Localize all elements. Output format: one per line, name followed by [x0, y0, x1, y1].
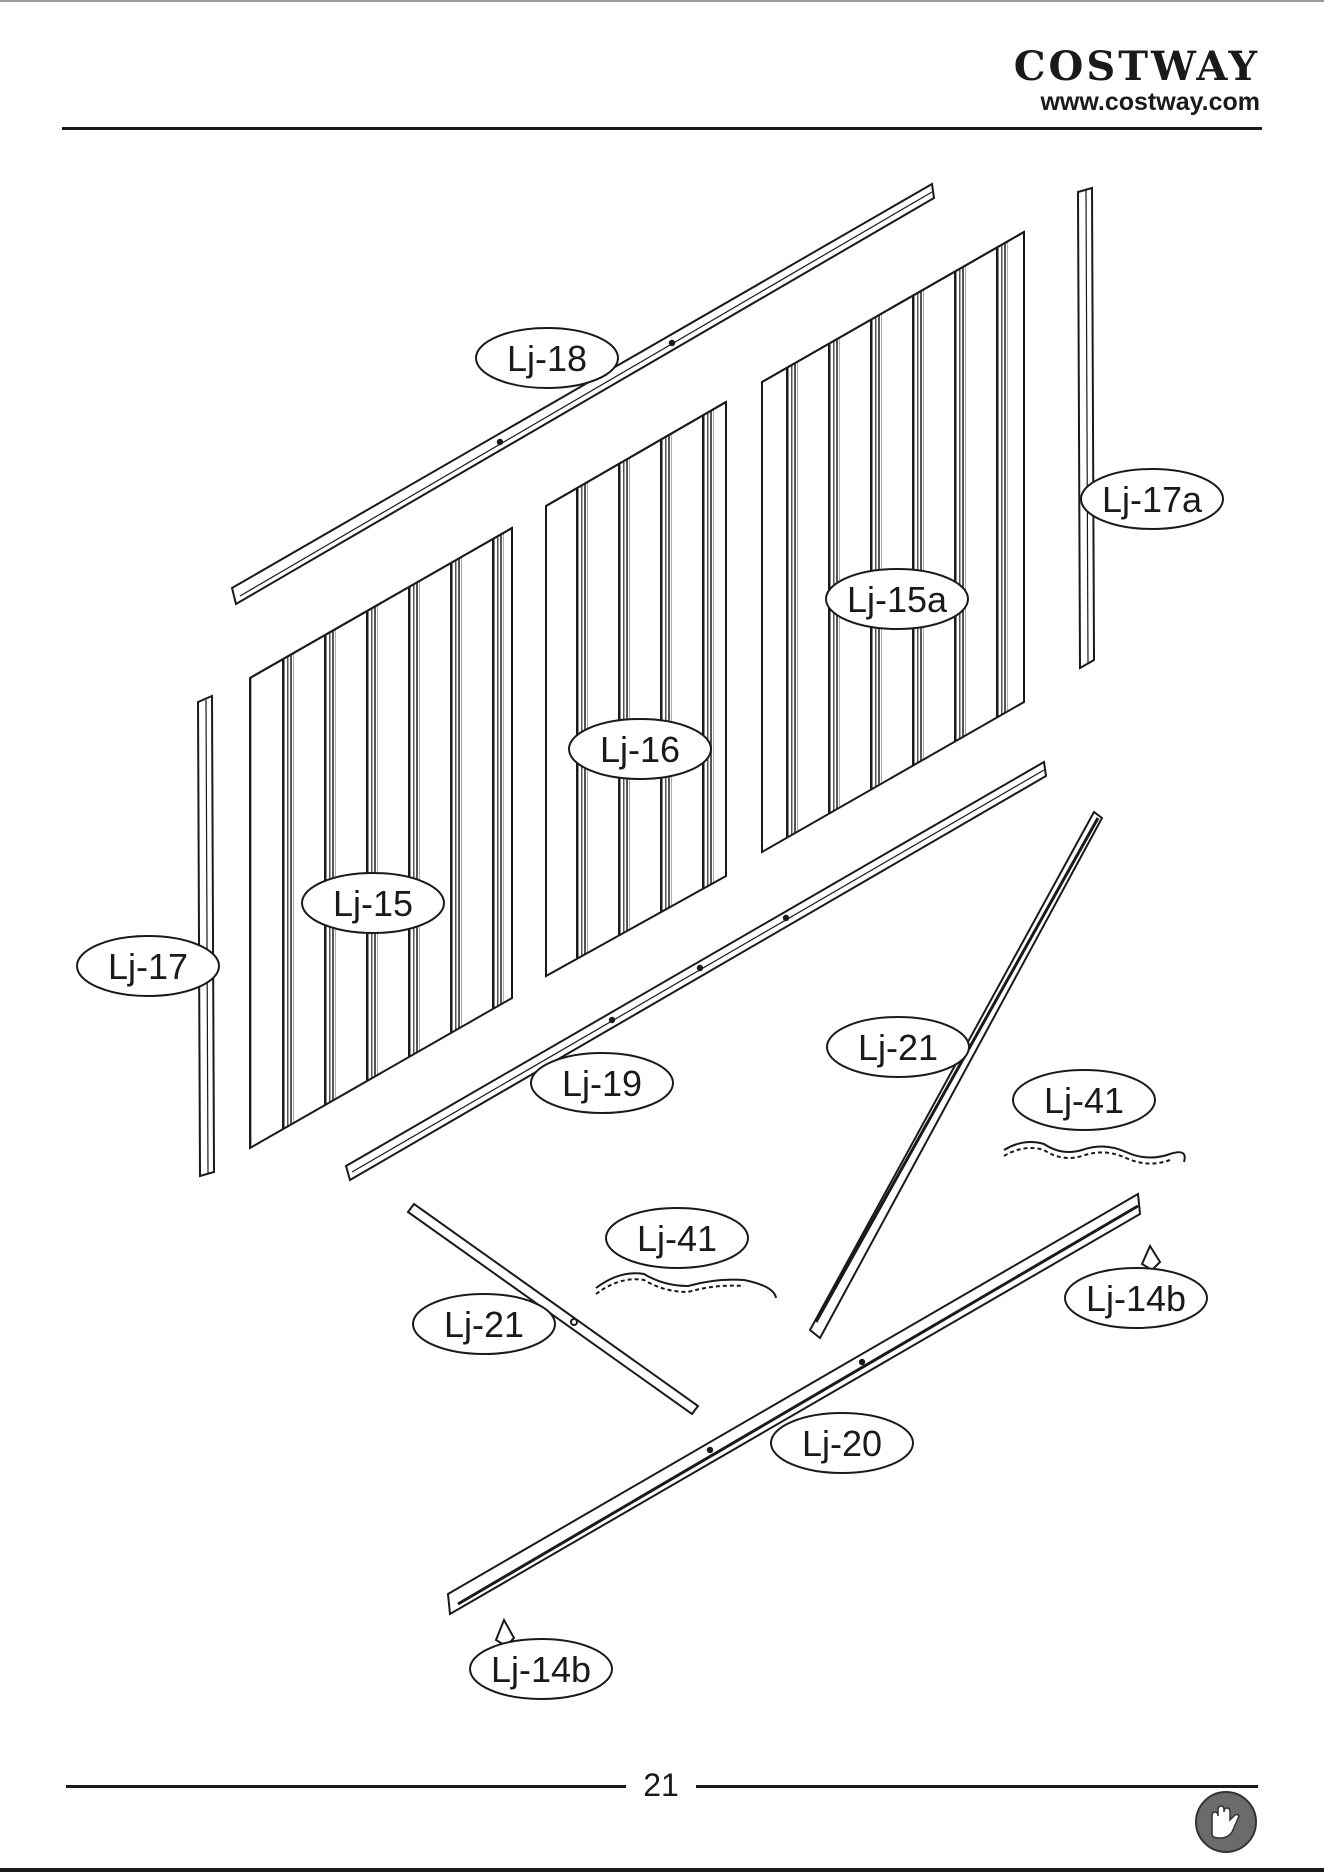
part-label-lj16: Lj-16 [569, 719, 711, 779]
left-post-part [198, 696, 214, 1176]
bottom-border [0, 1868, 1324, 1872]
label-text: Lj-20 [802, 1423, 882, 1464]
part-label-lj19: Lj-19 [531, 1053, 673, 1113]
label-text: Lj-17 [108, 946, 188, 987]
part-label-lj21-left: Lj-21 [413, 1294, 555, 1354]
part-label-lj15a: Lj-15a [826, 569, 968, 629]
middle-wall-panel [546, 402, 726, 976]
label-text: Lj-21 [858, 1027, 938, 1068]
part-label-lj41-right: Lj-41 [1013, 1070, 1155, 1130]
footer-divider-right [696, 1785, 1258, 1788]
chain-left-part [596, 1273, 776, 1298]
label-text: Lj-19 [562, 1063, 642, 1104]
label-text: Lj-21 [444, 1304, 524, 1345]
part-label-lj14b-left: Lj-14b [470, 1639, 612, 1699]
left-wall-panel [250, 528, 512, 1148]
label-text: Lj-15 [333, 883, 413, 924]
part-label-lj21-right: Lj-21 [827, 1017, 969, 1077]
label-text: Lj-16 [600, 729, 680, 770]
bottom-rail-part [448, 1194, 1140, 1614]
part-label-lj14b-right: Lj-14b [1065, 1268, 1207, 1328]
label-text: Lj-18 [507, 338, 587, 379]
label-text: Lj-41 [637, 1218, 717, 1259]
part-label-lj20: Lj-20 [771, 1413, 913, 1473]
part-label-lj17: Lj-17 [77, 936, 219, 996]
page-number: 21 [626, 1767, 696, 1804]
label-text: Lj-15a [847, 579, 948, 620]
footer-divider-left [66, 1785, 626, 1788]
right-wall-panel [762, 232, 1024, 852]
label-text: Lj-14b [491, 1649, 591, 1690]
label-text: Lj-14b [1086, 1278, 1186, 1319]
bracket-right-part [1142, 1246, 1160, 1270]
gloves-icon [1194, 1790, 1258, 1854]
part-label-lj17a: Lj-17a [1081, 469, 1223, 529]
part-label-lj18: Lj-18 [476, 328, 618, 388]
part-label-lj15: Lj-15 [302, 873, 444, 933]
label-text: Lj-17a [1102, 479, 1203, 520]
right-post-part [1078, 188, 1094, 668]
part-label-lj41-left: Lj-41 [606, 1208, 748, 1268]
chain-right-part [1004, 1142, 1185, 1164]
label-text: Lj-41 [1044, 1080, 1124, 1121]
